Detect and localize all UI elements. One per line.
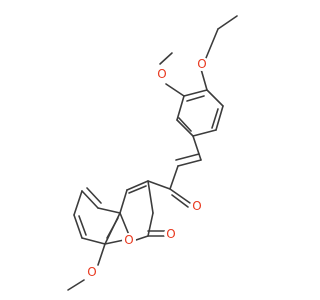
bond-methoxy-top-ring <box>165 83 185 97</box>
bond-benzo-b2 <box>86 187 102 204</box>
bond-carbonyl-o <box>169 188 191 204</box>
bond-ring1-b2 <box>211 108 219 129</box>
bond-ring1-f2 <box>186 95 205 102</box>
atom-o-methoxy-bottom: O <box>85 265 99 279</box>
bond-benzo-c <box>73 190 83 216</box>
bond-benzo-d <box>73 214 83 239</box>
bond-ethyl-ch3 <box>217 15 238 30</box>
bond-pyranone-f <box>147 180 154 214</box>
molecule-structure: O O O O O O <box>67 15 238 291</box>
bond-ring1-f <box>183 89 208 97</box>
bond-ring1-a <box>206 89 224 107</box>
atom-o-methoxy-top-label: O <box>157 67 166 81</box>
bond-ring1-e <box>176 95 185 121</box>
bond-pyranone-c <box>119 212 130 236</box>
atom-o-ketone-label: O <box>192 199 201 213</box>
bond-methoxy-top-ch3 <box>159 52 173 65</box>
atom-o-methoxy-bottom-label: O <box>87 265 96 279</box>
bond-methoxy-bottom-ring <box>97 243 106 266</box>
bond-pyranone-a2 <box>128 185 147 194</box>
atom-o-ring: O <box>122 233 136 247</box>
atom-labels: O O O O O O <box>85 57 209 279</box>
bond-ring1-c <box>192 129 217 137</box>
atom-o-ketone: O <box>190 199 204 213</box>
bond-carbonyl-coumarin <box>147 180 171 190</box>
atom-o-ring-label: O <box>124 233 133 247</box>
atom-o-methoxy-top: O <box>155 67 169 81</box>
bond-pyranone-e <box>147 212 154 237</box>
bond-benzo-d2 <box>78 215 87 236</box>
bond-pyranone-a <box>126 180 149 191</box>
bond-vinyl-double2 <box>175 153 200 161</box>
atom-o-methoxy-top-bg <box>155 67 169 81</box>
bond-benzo-b <box>81 190 99 209</box>
bond-carbonyl-o2 <box>171 194 189 208</box>
bond-pyranone-b <box>119 189 128 214</box>
bond-pyranone-d <box>135 235 149 241</box>
atom-o-methoxy-bottom-bg <box>85 265 99 279</box>
bond-ring-vinyl <box>192 135 202 161</box>
atom-o-ketone-bg <box>190 199 204 213</box>
atom-o-ethoxy-bg <box>195 57 209 71</box>
bond-benzo-f2 <box>106 217 119 239</box>
bond-vinyl-carbonyl <box>169 165 179 190</box>
atom-o-lactone: O <box>164 227 178 241</box>
bond-benzo-a <box>97 207 121 214</box>
atom-o-lactone-bg <box>164 227 178 241</box>
bond-benzo-ring-o <box>104 239 125 245</box>
bond-ring1-b <box>215 105 224 131</box>
bond-ring1-d2 <box>178 117 192 132</box>
bond-ethoxy-ring <box>200 68 208 91</box>
bond-benzo-e <box>81 237 106 245</box>
atom-o-ring-bg <box>122 233 136 247</box>
bond-methoxy-bottom-ch3 <box>67 279 85 291</box>
bond-ring1-d <box>176 119 194 137</box>
atom-o-lactone-label: O <box>166 227 175 241</box>
bond-ethyl-ch2 <box>205 28 219 59</box>
atom-o-ethoxy: O <box>195 57 209 71</box>
bonds <box>67 15 238 291</box>
atom-o-ethoxy-label: O <box>197 57 206 71</box>
bond-vinyl-double <box>177 159 202 167</box>
